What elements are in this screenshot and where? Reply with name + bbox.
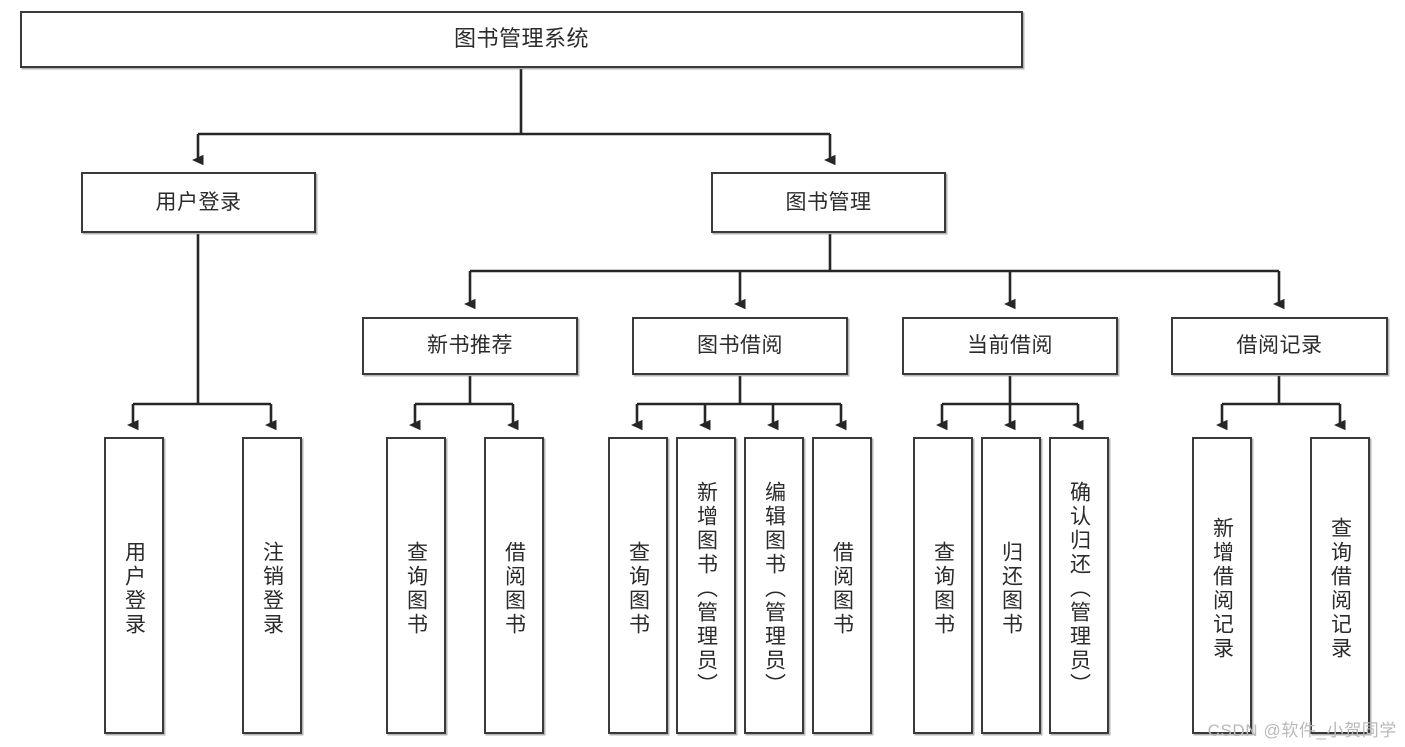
node-label: 新书推荐	[427, 334, 513, 358]
node-book-borrow[interactable]: 图书借阅	[632, 317, 848, 375]
node-label: 当前借阅	[967, 334, 1053, 358]
node-label: 图书借阅	[697, 334, 783, 358]
leaf-borrow-edit-book-admin[interactable]: 编辑图书（管理员）	[744, 437, 804, 734]
node-label: 查询图书	[626, 540, 650, 637]
node-current-borrow[interactable]: 当前借阅	[902, 317, 1118, 375]
node-new-book-recommend[interactable]: 新书推荐	[362, 317, 578, 375]
leaf-user-login[interactable]: 用户登录	[104, 437, 164, 734]
node-book-management[interactable]: 图书管理	[711, 172, 946, 233]
watermark: CSDN @软件_小贺同学	[1207, 721, 1397, 740]
leaf-user-logout[interactable]: 注销登录	[242, 437, 302, 734]
leaf-borrow-query-book[interactable]: 查询图书	[608, 437, 668, 734]
leaf-record-query-record[interactable]: 查询借阅记录	[1310, 437, 1370, 734]
node-label: 编辑图书（管理员）	[762, 480, 786, 697]
leaf-recommend-borrow-book[interactable]: 借阅图书	[484, 437, 544, 734]
node-label: 借阅图书	[502, 540, 526, 637]
node-user-login[interactable]: 用户登录	[81, 172, 316, 233]
node-label: 查询图书	[404, 540, 428, 637]
node-label: 借阅记录	[1236, 334, 1323, 358]
leaf-record-add-record[interactable]: 新增借阅记录	[1192, 437, 1252, 734]
node-label: 图书管理系统	[453, 26, 589, 52]
node-label: 归还图书	[999, 540, 1023, 637]
node-label: 用户登录	[155, 190, 242, 214]
node-label: 查询图书	[931, 540, 955, 637]
node-label: 新增借阅记录	[1210, 516, 1234, 661]
node-root-book-management-system[interactable]: 图书管理系统	[20, 11, 1023, 68]
node-label: 注销登录	[260, 540, 284, 637]
leaf-current-confirm-return-admin[interactable]: 确认归还（管理员）	[1049, 437, 1109, 734]
node-label: 借阅图书	[830, 540, 854, 637]
node-label: 图书管理	[785, 190, 872, 214]
leaf-current-query-book[interactable]: 查询图书	[913, 437, 973, 734]
node-label: 确认归还（管理员）	[1067, 480, 1091, 697]
leaf-recommend-query-book[interactable]: 查询图书	[386, 437, 446, 734]
node-label: 用户登录	[122, 540, 146, 637]
leaf-borrow-borrow-book[interactable]: 借阅图书	[812, 437, 872, 734]
leaf-borrow-add-book-admin[interactable]: 新增图书（管理员）	[676, 437, 736, 734]
node-label: 查询借阅记录	[1328, 516, 1352, 661]
node-label: 新增图书（管理员）	[694, 480, 718, 697]
node-borrow-record[interactable]: 借阅记录	[1171, 317, 1388, 375]
leaf-current-return-book[interactable]: 归还图书	[981, 437, 1041, 734]
